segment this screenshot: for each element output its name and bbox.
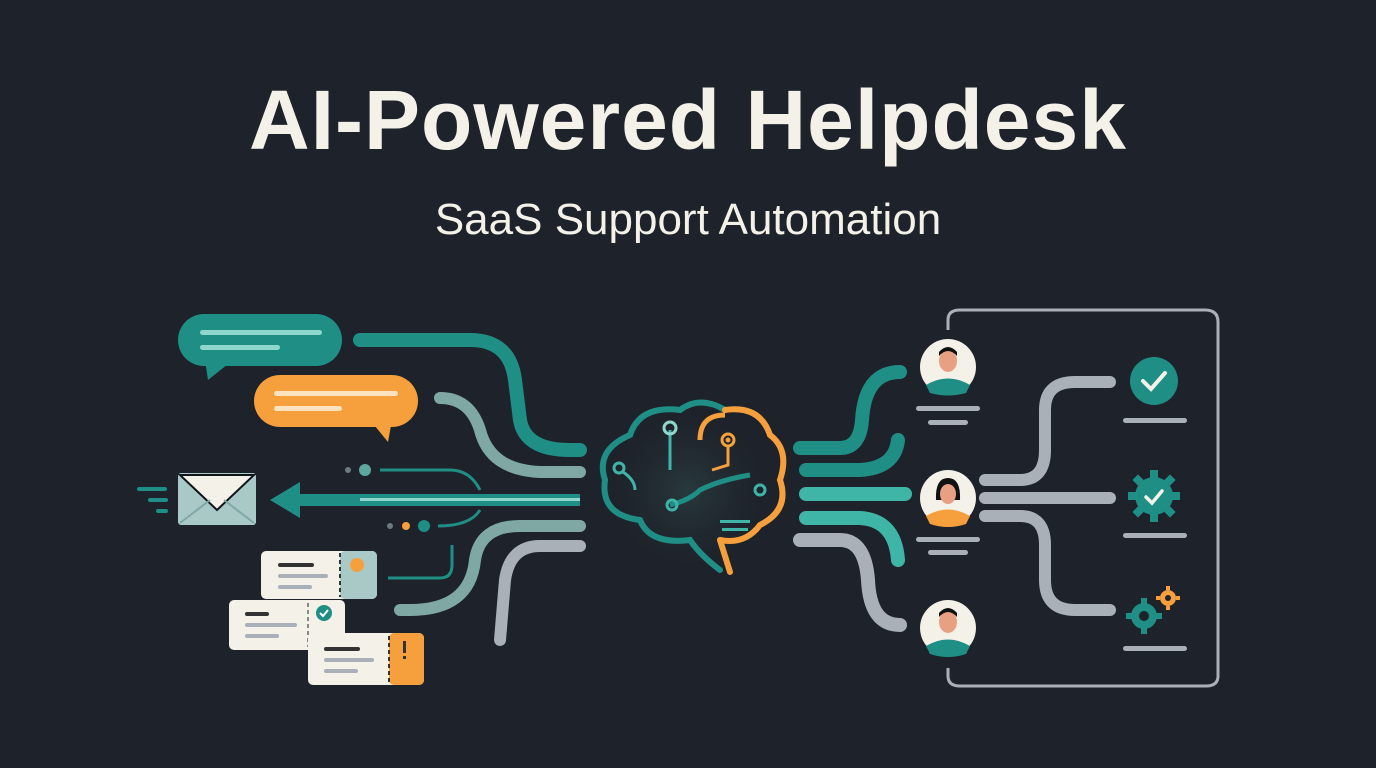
email-icon: [137, 473, 257, 525]
chat-bubble-teal-icon: [178, 314, 342, 380]
chat-bubble-orange-icon: [254, 375, 418, 442]
ticket-pending-icon: [261, 551, 377, 599]
ticket-urgent-icon: [308, 633, 424, 685]
agent-avatar-3: [920, 600, 976, 657]
page-title: AI-Powered Helpdesk: [249, 73, 1127, 167]
agent-avatar-1: [916, 339, 980, 425]
ai-brain-icon: [593, 395, 787, 585]
arrow-left-icon: [270, 482, 580, 518]
automated-gear-check-icon: [1123, 470, 1187, 538]
processing-gears-icon: [1123, 586, 1187, 651]
resolved-check-icon: [1123, 357, 1187, 423]
page-subtitle: SaaS Support Automation: [434, 195, 942, 244]
agent-avatar-2: [916, 470, 980, 555]
